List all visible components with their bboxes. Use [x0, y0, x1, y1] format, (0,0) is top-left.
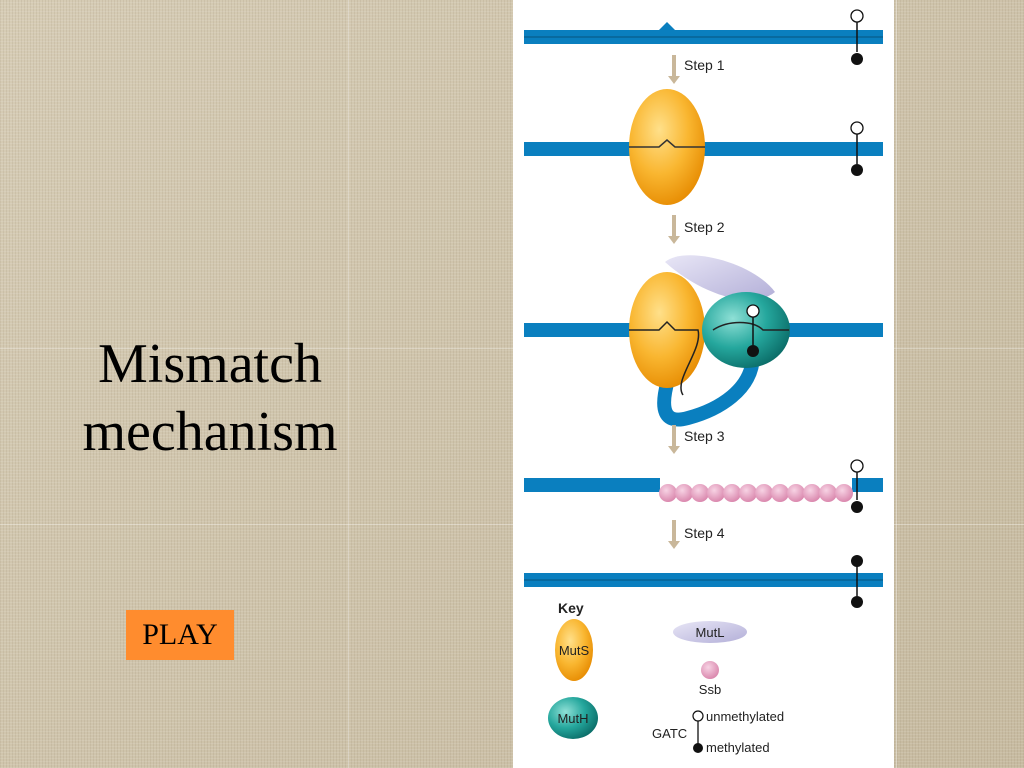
methylated-key-swatch: [693, 743, 703, 753]
slide-title-line1: Mismatch: [98, 333, 322, 395]
background-grid-line: [896, 0, 897, 768]
muth-key-label: MutH: [557, 711, 588, 726]
play-button[interactable]: PLAY: [126, 610, 234, 660]
slide-title-line2: mechanism: [82, 401, 338, 463]
mutl-key-label: MutL: [696, 625, 725, 640]
gatc-key-label: GATC: [652, 726, 687, 741]
step-1-label: Step 1: [684, 57, 725, 73]
step-4-arrow: [668, 520, 680, 549]
step-3-label: Step 3: [684, 428, 725, 444]
slide-title: Mismatch mechanism: [40, 330, 380, 466]
dna-strand-initial: [524, 9, 883, 65]
step-2-arrow: [668, 215, 680, 244]
muts-key-swatch: [555, 619, 593, 681]
step-4-label: Step 4: [684, 525, 725, 541]
mismatch-repair-diagram: Step 1 Step 2 Step 3: [513, 0, 894, 768]
step-2-label: Step 2: [684, 219, 725, 235]
step-1-arrow: [668, 55, 680, 84]
background-grid-line: [0, 348, 1024, 349]
background-grid-line: [0, 524, 1024, 525]
mutl-key-swatch: [673, 621, 747, 643]
ssb-key-swatch: [701, 661, 719, 679]
unmethylated-key-label: unmethylated: [706, 709, 784, 724]
methylated-key-label: methylated: [706, 740, 770, 755]
ssb-protein-chain: [659, 484, 853, 502]
step-3-arrow: [668, 425, 680, 454]
dna-strand-repaired: [524, 555, 883, 608]
dna-strand-muts-bound: [524, 89, 883, 205]
diagram-key: Key MutS MutL Ssb MutH unmethylated GATC…: [548, 600, 784, 755]
unmethylated-key-swatch: [692, 710, 704, 722]
dna-strand-ssb-coated: [524, 459, 883, 513]
dna-strand-complex: [524, 255, 883, 427]
ssb-key-label: Ssb: [699, 682, 721, 697]
muts-key-label: MutS: [559, 643, 590, 658]
muth-key-swatch: [548, 697, 598, 739]
key-heading: Key: [558, 600, 584, 616]
background-grid-line: [348, 0, 349, 768]
